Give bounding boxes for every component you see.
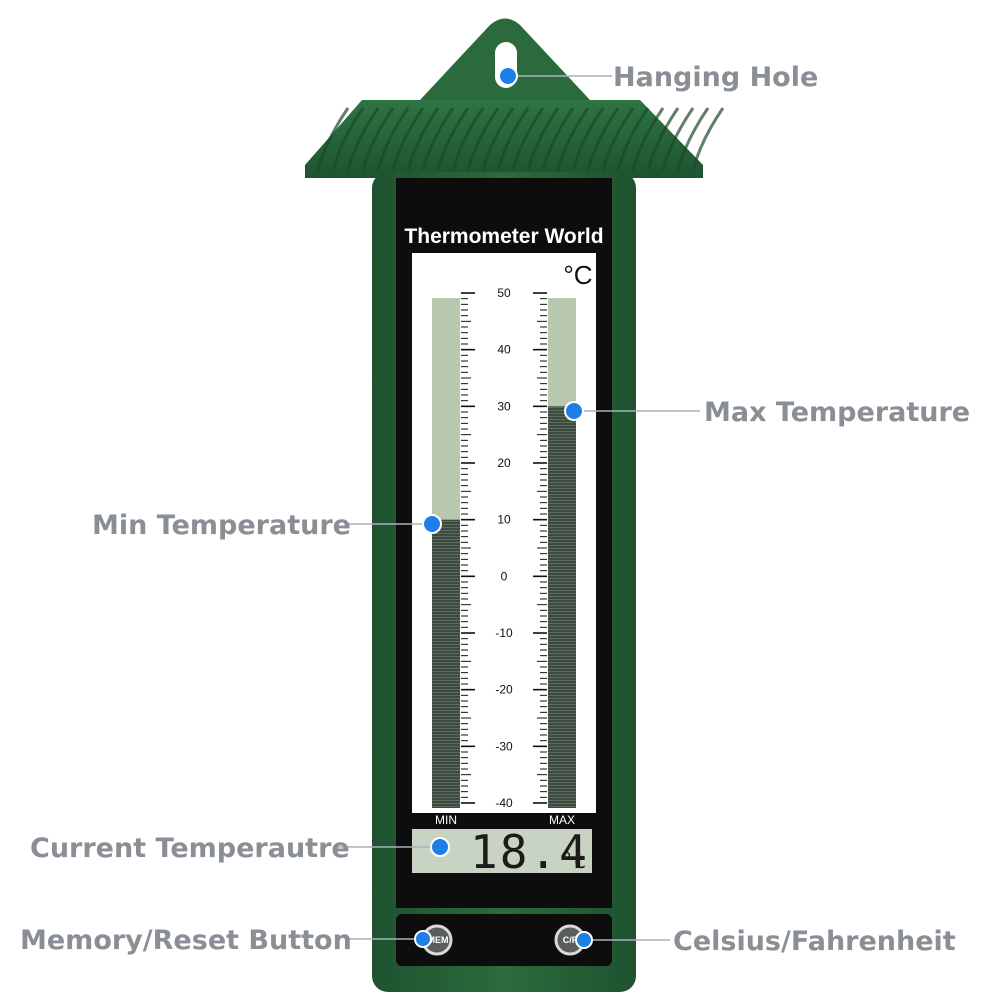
roof-ridge <box>526 107 560 171</box>
scale-label-background <box>491 398 517 413</box>
callout-memory-reset-label: Memory/Reset Button <box>20 925 352 956</box>
min-bar-fill <box>432 519 460 808</box>
scale-tick-label: -10 <box>495 626 513 640</box>
scale-label-background <box>491 568 517 583</box>
roof-ridge <box>571 107 605 171</box>
roof-ridge <box>661 107 695 171</box>
roof-ridge <box>631 107 665 171</box>
button-panel <box>396 914 612 966</box>
scale-label-background <box>491 625 517 639</box>
scale-tick-label: -40 <box>495 796 513 810</box>
scale-label-background <box>491 285 517 299</box>
scale-tick-label: -30 <box>495 739 513 753</box>
roof-ridge <box>391 107 425 171</box>
callout-current-temperature-label: Current Temperautre <box>30 833 350 864</box>
roof-ridge <box>406 107 440 171</box>
max-label: MAX <box>549 813 575 827</box>
brand-label: Thermometer World <box>404 225 603 248</box>
scale-tick-label: -20 <box>495 683 513 697</box>
roof-ridge <box>451 107 485 171</box>
roof <box>305 100 703 178</box>
scale-tick-label: 50 <box>497 286 511 300</box>
callout-max-temperature: Max Temperature <box>564 397 970 428</box>
scale-label-background <box>491 795 517 809</box>
callout-hanging-hole-label: Hanging Hole <box>613 62 818 93</box>
callout-celsius-fahrenheit-label: Celsius/Fahrenheit <box>673 926 956 957</box>
thermometer-device: Thermometer World °C 50 40 30 20 10 0 -10 -20 -3… <box>305 18 725 992</box>
roof-ridge <box>541 107 575 171</box>
scale-label-background <box>491 738 517 753</box>
roof-ridge <box>436 107 470 171</box>
roof-ridge <box>346 107 380 171</box>
scale-label-background <box>491 455 517 469</box>
lcd-value: 18.4 <box>470 825 589 879</box>
lcd-unit: °c <box>560 849 587 874</box>
roof-ridge <box>601 107 635 171</box>
callout-celsius-fahrenheit: Celsius/Fahrenheit <box>575 926 956 957</box>
roof-ridge <box>646 107 680 171</box>
unit-symbol: °C <box>563 260 592 290</box>
roof-ridge <box>316 107 350 171</box>
scale-label-background <box>491 511 517 526</box>
roof-ridge <box>466 107 500 171</box>
roof-ridge <box>421 107 455 171</box>
scale-labels: 50 40 30 20 10 0 -10 -20 -30 -40 <box>491 285 517 810</box>
roof-ridge <box>376 107 410 171</box>
roof-ridge <box>496 107 530 171</box>
scale-tick-label: 30 <box>497 399 511 413</box>
roof-ridge <box>676 107 710 171</box>
callout-hanging-hole: Hanging Hole <box>498 62 818 93</box>
min-label: MIN <box>435 813 457 827</box>
roof-ridge <box>586 107 620 171</box>
callout-max-temperature-label: Max Temperature <box>704 397 970 428</box>
scale-tick-label: 10 <box>497 513 511 527</box>
roof-ridge <box>616 107 650 171</box>
roof-ridge <box>556 107 590 171</box>
scale-ticks <box>461 292 547 804</box>
callout-current-temperature: Current Temperautre <box>30 833 450 864</box>
scale-tick-label: 20 <box>497 456 511 470</box>
roof-ridge <box>361 107 395 171</box>
callout-memory-reset: Memory/Reset Button <box>20 925 432 956</box>
roof-ridge <box>511 107 545 171</box>
scale-tick-label: 40 <box>497 343 511 357</box>
roof-ridge <box>331 107 365 171</box>
scale-tick-label: 0 <box>501 569 508 583</box>
max-bar-fill <box>548 406 576 808</box>
scale-label-background <box>491 681 517 696</box>
callout-min-temperature: Min Temperature <box>92 510 442 541</box>
roof-ridge <box>691 107 725 171</box>
roof-ridge <box>481 107 515 171</box>
cf-button-label: C/F <box>563 935 578 945</box>
memory-button-label: MEM <box>428 935 449 945</box>
roof-ridges <box>316 107 725 171</box>
scale-label-background <box>491 341 517 356</box>
callout-min-temperature-label: Min Temperature <box>92 510 351 541</box>
